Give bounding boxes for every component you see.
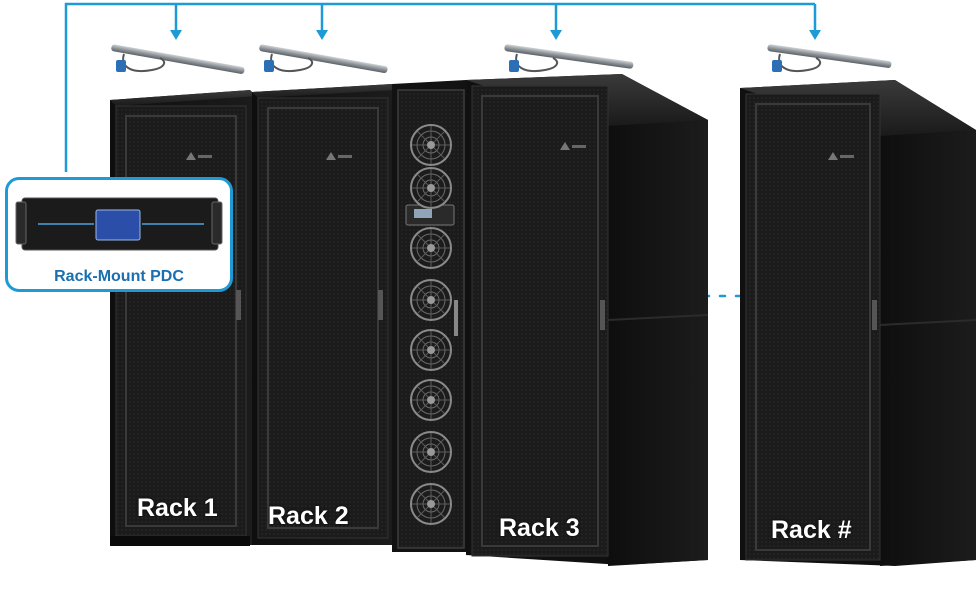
cooling-fan-icon [410,329,452,371]
rack-pdu-strip-icon [767,44,892,72]
in-row-cooling-unit [392,80,470,552]
arrow-head-rack-1 [170,30,182,40]
cooling-fan-icon [410,167,452,209]
brand-logo-icon [560,142,586,150]
rack-3 [466,74,709,566]
top-bus-line [64,2,815,172]
pdc-label: Rack-Mount PDC [54,268,184,285]
rack-1-label: Rack 1 [137,494,218,522]
rack-1 [110,90,256,546]
pdu-strips [111,44,892,74]
cooling-fan-icon [410,483,452,525]
arrow-head-rack-2 [316,30,328,40]
cooling-fan-icon [410,431,452,473]
rack-pdu-strip-icon [504,44,634,72]
brand-logo-icon [186,152,212,160]
rack-pdu-strip-icon [259,44,388,73]
rack-n-label: Rack # [771,516,852,544]
rack-2-label: Rack 2 [268,502,349,530]
rack-n [740,80,977,566]
rack-2 [252,84,396,545]
cooling-fan-icon [410,379,452,421]
arrow-head-rack-n [809,30,821,40]
rack-3-label: Rack 3 [499,514,580,542]
rack-mount-pdc-icon [15,197,223,251]
cooling-fan-icon [410,279,452,321]
arrow-head-rack-3 [550,30,562,40]
cooling-fan-icon [410,227,452,269]
brand-logo-icon [828,152,854,160]
cooling-fan-icon [410,124,452,166]
brand-logo-icon [326,152,352,160]
pdc-callout: Rack-Mount PDC [5,177,233,292]
rack-pdu-strip-icon [111,44,245,74]
